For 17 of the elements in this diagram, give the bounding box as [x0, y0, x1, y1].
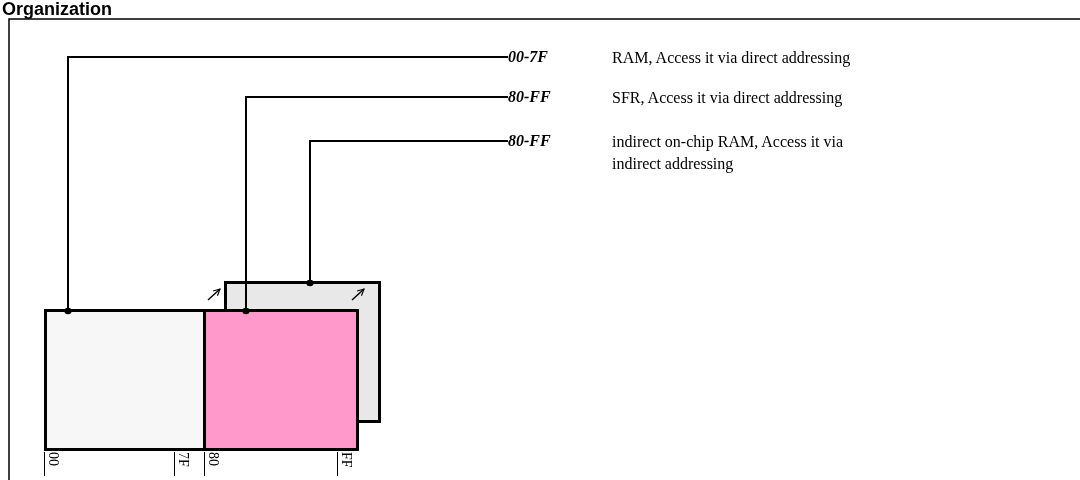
leader-line	[64, 56, 509, 315]
title: Organization	[2, 0, 112, 18]
address-tick-label: FF	[337, 452, 353, 476]
address-range-label: 80-FF	[508, 131, 551, 151]
address-tick-label: 00	[44, 452, 60, 476]
address-tick-label: 7F	[174, 452, 190, 476]
memory-block	[44, 309, 206, 451]
memory-block	[203, 309, 359, 451]
address-range-label: 80-FF	[508, 87, 551, 107]
address-range-label: 00-7F	[508, 47, 548, 67]
memory-description: RAM, Access it via direct addressing	[612, 48, 852, 69]
leader-line	[306, 140, 509, 287]
memory-description: SFR, Access it via direct addressing	[612, 88, 844, 109]
memory-description: indirect on-chip RAM, Access it via indirect addressing	[612, 132, 845, 175]
memory-block	[224, 281, 381, 423]
address-tick-label: 80	[204, 452, 220, 476]
leader-line	[242, 96, 509, 315]
